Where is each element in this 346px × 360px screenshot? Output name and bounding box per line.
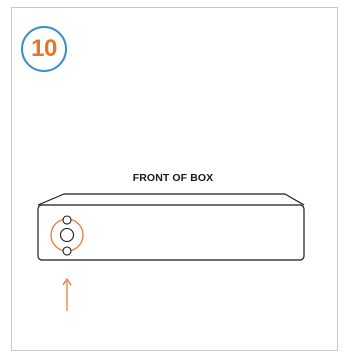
box-top-face <box>37 193 305 206</box>
panel-frame <box>11 7 338 351</box>
port-icon <box>59 227 75 243</box>
box-front-face <box>37 204 305 261</box>
step-badge: 10 <box>21 26 67 72</box>
port-icon <box>62 215 72 225</box>
port-icon <box>62 246 72 256</box>
arrow-up-icon <box>62 278 72 311</box>
step-number: 10 <box>31 35 57 62</box>
box-caption: FRONT OF BOX <box>132 172 214 184</box>
